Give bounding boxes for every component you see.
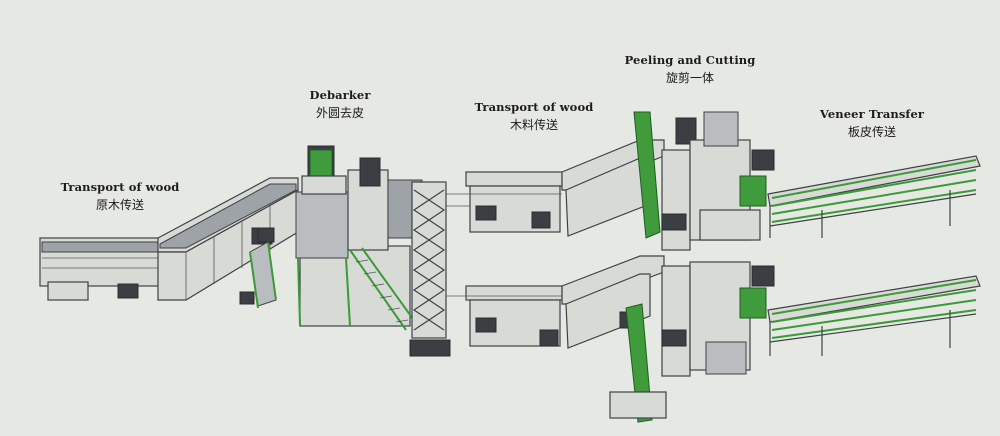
label-transport-left-en: Transport of wood — [60, 180, 180, 194]
lower-wood-conveyor — [446, 255, 665, 349]
label-veneer-zh: 板皮传送 — [847, 125, 896, 140]
lower-veneer-conveyor — [767, 275, 981, 356]
label-veneer: Veneer Transfer 板皮传送 — [812, 107, 932, 140]
upper-wood-conveyor — [446, 139, 665, 237]
lower-peeling-machine — [609, 261, 775, 423]
transfer-tower — [409, 181, 451, 357]
log-infeed-conveyor — [39, 177, 299, 305]
label-transport-left: Transport of wood 原木传送 — [56, 180, 184, 213]
label-peeling: Peeling and Cutting 旋剪一体 — [622, 53, 758, 86]
upper-peeling-machine — [633, 111, 775, 251]
label-transport-mid: Transport of wood 木料传送 — [470, 100, 598, 133]
label-transport-mid-zh: 木料传送 — [509, 118, 558, 133]
label-debarker-en: Debarker — [309, 88, 371, 102]
upper-veneer-conveyor — [767, 155, 981, 238]
label-transport-mid-en: Transport of wood — [474, 100, 594, 114]
debarker-machine — [295, 145, 423, 331]
green-feed-belt — [249, 227, 277, 309]
label-veneer-en: Veneer Transfer — [819, 107, 925, 121]
label-debarker: Debarker 外圆去皮 — [298, 88, 382, 121]
label-peeling-zh: 旋剪一体 — [665, 71, 714, 86]
label-peeling-en: Peeling and Cutting — [624, 53, 756, 67]
label-transport-left-zh: 原木传送 — [95, 198, 144, 213]
label-debarker-zh: 外圆去皮 — [315, 106, 364, 121]
